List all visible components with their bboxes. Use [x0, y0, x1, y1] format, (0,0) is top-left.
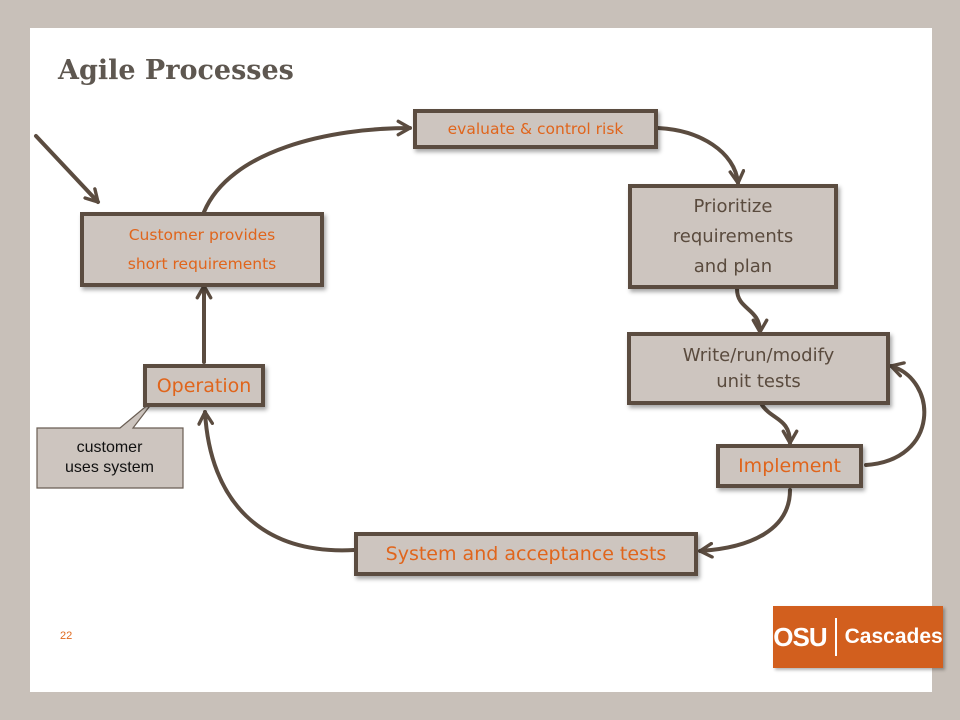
node-prioritize-line3: and plan — [693, 255, 773, 277]
node-implement: Implement — [716, 444, 863, 488]
node-operation-label: Operation — [156, 374, 252, 397]
osu-cascades-logo: OSU Cascades — [773, 606, 943, 668]
entry-arrow — [34, 134, 100, 204]
node-customer-requirements: Customer provides short requirements — [80, 212, 324, 287]
node-write-tests-line2: unit tests — [716, 370, 801, 392]
node-prioritize-line2: requirements — [672, 225, 794, 247]
page-number: 22 — [60, 630, 73, 642]
arrow-systemtests-to-operation — [197, 410, 356, 553]
logo-osu-text: OSU — [773, 621, 827, 652]
node-write-tests-line1: Write/run/modify — [682, 344, 835, 366]
arrow-tests-to-implement — [760, 403, 799, 445]
logo-campus-text: Cascades — [844, 625, 943, 648]
slide-title: Agile Processes — [58, 55, 294, 86]
node-evaluate-risk: evaluate & control risk — [413, 109, 658, 149]
node-prioritize-line1: Prioritize — [693, 195, 773, 217]
callout-line2: uses system — [65, 459, 154, 476]
node-customer-line2: short requirements — [127, 254, 277, 273]
node-prioritize: Prioritize requirements and plan — [628, 184, 838, 289]
node-implement-label: Implement — [738, 455, 841, 477]
arrow-prioritize-to-tests — [735, 287, 769, 334]
arrow-evaluate-to-prioritize — [656, 126, 746, 185]
arrow-implement-to-systemtests — [698, 488, 792, 559]
node-system-acceptance-tests: System and acceptance tests — [354, 532, 698, 576]
node-system-tests-label: System and acceptance tests — [385, 543, 667, 565]
node-operation: Operation — [143, 364, 265, 407]
node-evaluate-label: evaluate & control risk — [447, 120, 624, 138]
node-write-tests: Write/run/modify unit tests — [627, 332, 890, 405]
callout-line1: customer — [76, 439, 143, 456]
callout-bubble — [36, 397, 184, 489]
logo-separator — [834, 618, 837, 656]
arrow-implement-to-tests-loop — [864, 361, 927, 467]
arrow-customer-to-evaluate — [202, 119, 412, 214]
callout-customer-uses-system: customer uses system — [36, 428, 183, 488]
node-customer-line1: Customer provides — [128, 225, 276, 244]
